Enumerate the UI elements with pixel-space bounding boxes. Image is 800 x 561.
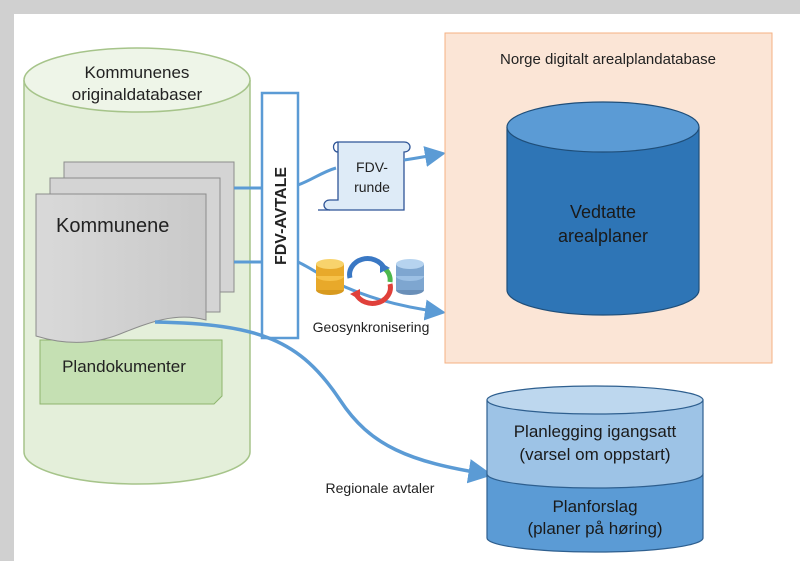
arrow-regional <box>154 320 493 484</box>
regional-label: Regionale avtaler <box>326 480 435 496</box>
kommunene-label: Kommunene <box>56 215 169 237</box>
database-icon-right <box>396 259 424 295</box>
sync-icon <box>347 256 393 306</box>
planlegging-line2: (varsel om oppstart) <box>519 445 670 464</box>
plandokumenter-box: Plandokumenter <box>39 339 223 405</box>
fdv-runde-line2: runde <box>354 179 390 195</box>
planforslag-line1: Planforslag <box>552 497 637 516</box>
database-icon-left <box>316 259 344 295</box>
planforslag-line2: (planer på høring) <box>527 519 662 538</box>
vedtatte-cylinder: Vedtatte arealplaner <box>506 101 700 316</box>
vedtatte-line1: Vedtatte <box>570 202 636 222</box>
source-db-title-line1: Kommunenes <box>85 63 190 82</box>
planlegging-line1: Planlegging igangsatt <box>514 422 677 441</box>
fdv-avtale-box: FDV-AVTALE <box>260 91 300 340</box>
document-stack: Kommunene <box>35 161 235 343</box>
regional-cylinder: Planlegging igangsatt (varsel om oppstar… <box>486 385 704 553</box>
geosync-group: Geosynkronisering <box>297 256 446 335</box>
fdv-runde-scroll: FDV- runde <box>297 141 446 211</box>
arrow-fdv-to-scroll <box>297 166 337 187</box>
fdv-avtale-label: FDV-AVTALE <box>273 167 290 265</box>
planforslag-segment <box>486 473 704 553</box>
source-db-title-line2: originaldatabaser <box>72 85 203 104</box>
geosync-label: Geosynkronisering <box>313 319 430 335</box>
arrow-scroll-to-target <box>403 146 446 167</box>
planlegging-segment <box>486 399 704 489</box>
document-front <box>35 193 207 343</box>
target-title: Norge digitalt arealplandatabase <box>500 51 716 68</box>
plandokumenter-label: Plandokumenter <box>62 357 186 376</box>
target-database-panel: Norge digitalt arealplandatabase Vedtatt… <box>444 32 773 364</box>
fdv-runde-line1: FDV- <box>356 159 388 175</box>
vedtatte-line2: arealplaner <box>558 226 648 246</box>
